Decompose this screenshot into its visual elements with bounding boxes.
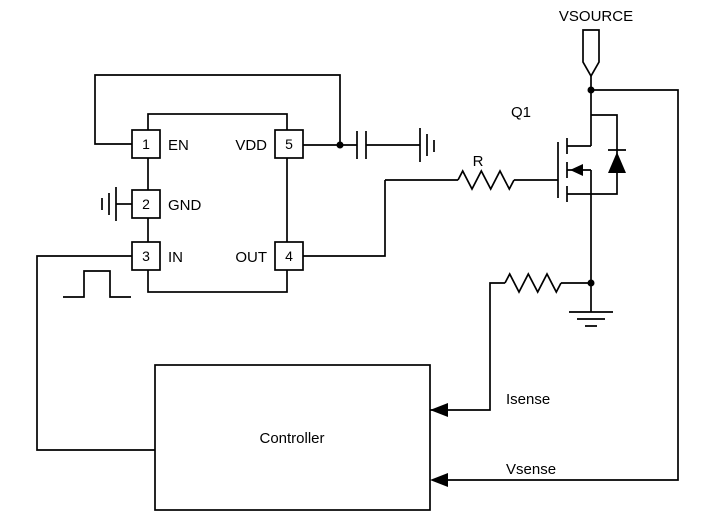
gnd-section	[101, 187, 132, 221]
ground-symbol-source	[569, 311, 613, 327]
ic-body	[147, 113, 288, 293]
q1-label: Q1	[511, 104, 531, 121]
pin-number-4: 4	[285, 248, 293, 264]
wire-in-from-controller	[36, 255, 155, 451]
mosfet-q1: Q1	[511, 90, 626, 312]
vsource-section: VSOURCE	[559, 8, 633, 94]
wire-en-to-vdd-loop	[94, 74, 341, 145]
ground-symbol-vdd	[419, 128, 435, 162]
pin-name-gnd: GND	[168, 197, 202, 214]
pin-box-4	[274, 241, 304, 271]
mosfet-arrow	[570, 164, 583, 176]
pin-number-1: 1	[142, 136, 150, 152]
controller-label: Controller	[259, 430, 324, 447]
wire-vsense-run	[438, 89, 679, 481]
pin-number-3: 3	[142, 248, 150, 264]
pin-box-5	[274, 129, 304, 159]
resistor-r-zigzag	[457, 169, 515, 191]
junction-dot-source	[587, 279, 595, 287]
vdd-decoupling	[303, 128, 435, 162]
driver-ic: 1 EN 2 GND 3 IN 5 VDD 4 OUT	[131, 113, 304, 293]
pin-name-vdd: VDD	[235, 137, 267, 154]
vsense-label: Vsense	[506, 461, 556, 478]
pin-box-2	[131, 189, 161, 219]
pin-name-in: IN	[168, 249, 183, 266]
isense-label: Isense	[506, 391, 550, 408]
wire-out-riser	[303, 180, 386, 257]
wire-isense	[430, 282, 505, 411]
sense-network	[430, 272, 613, 411]
vsource-symbol	[582, 29, 600, 78]
gate-resistor: R	[385, 153, 558, 191]
junction-dot-vdd	[336, 141, 344, 149]
controller-box	[154, 364, 431, 511]
decoupling-capacitor	[356, 131, 367, 159]
controller-block: Controller	[154, 364, 431, 511]
vsource-label: VSOURCE	[559, 8, 633, 25]
pin-number-5: 5	[285, 136, 293, 152]
vsense-arrow	[430, 473, 448, 487]
pin-box-3	[131, 241, 161, 271]
body-diode-wires	[591, 114, 618, 195]
pin-name-en: EN	[168, 137, 189, 154]
sense-resistor-zigzag	[504, 272, 562, 294]
r-label: R	[473, 153, 484, 170]
body-diode-triangle	[608, 152, 626, 173]
ground-symbol-gnd-pin	[101, 187, 117, 221]
pulse-waveform	[63, 270, 131, 298]
pin-name-out: OUT	[235, 249, 267, 266]
pin-number-2: 2	[142, 196, 150, 212]
sense-inputs: Isense Vsense	[430, 391, 556, 487]
isense-arrow	[430, 403, 448, 417]
